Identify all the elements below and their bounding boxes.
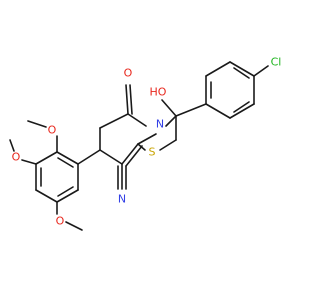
methoxy-oxygen-label-middle: O: [12, 151, 21, 164]
bond: [57, 157, 74, 168]
bond: [56, 151, 79, 165]
bond-layer: [9, 61, 269, 231]
bond: [253, 65, 269, 77]
bond: [65, 221, 83, 231]
bond: [77, 149, 101, 165]
bond: [129, 84, 133, 115]
carbonyl-oxygen-label: O: [124, 67, 133, 80]
nitrile-nitrogen-label: N: [118, 193, 126, 206]
bond: [35, 151, 58, 165]
bond: [125, 145, 143, 167]
bond: [27, 120, 47, 128]
bond: [229, 103, 255, 119]
thiazole-sulfur-label: S: [149, 146, 156, 159]
hydroxyl-group-label: HO: [150, 86, 167, 99]
methoxy-oxygen-label-bottom: O: [56, 215, 65, 228]
bond: [233, 101, 250, 113]
bond: [57, 186, 74, 197]
ring-nitrogen-label: N: [156, 118, 164, 131]
bond: [121, 143, 139, 165]
bond: [99, 149, 123, 165]
chlorine-atom-label: Cl: [271, 56, 282, 69]
bond: [99, 113, 129, 129]
bond: [159, 139, 177, 151]
bond: [205, 61, 231, 77]
bond: [125, 84, 129, 115]
bond: [233, 67, 250, 79]
molecule-canvas: Cl HO O N S N O O O: [9, 55, 282, 231]
bond: [175, 103, 207, 117]
bond: [56, 189, 79, 203]
bond: [9, 139, 15, 152]
atom-label-layer: Cl HO O N S N O O O: [12, 56, 282, 228]
bond: [35, 189, 58, 203]
structure-diagram: Cl HO O N S N O O O: [9, 56, 282, 231]
bond: [137, 133, 157, 145]
bond: [165, 115, 177, 127]
bond: [127, 113, 147, 127]
bond: [229, 61, 255, 77]
methoxy-oxygen-label-top: O: [48, 124, 57, 137]
bond: [205, 103, 231, 119]
bond: [161, 99, 177, 117]
bond: [21, 159, 37, 165]
